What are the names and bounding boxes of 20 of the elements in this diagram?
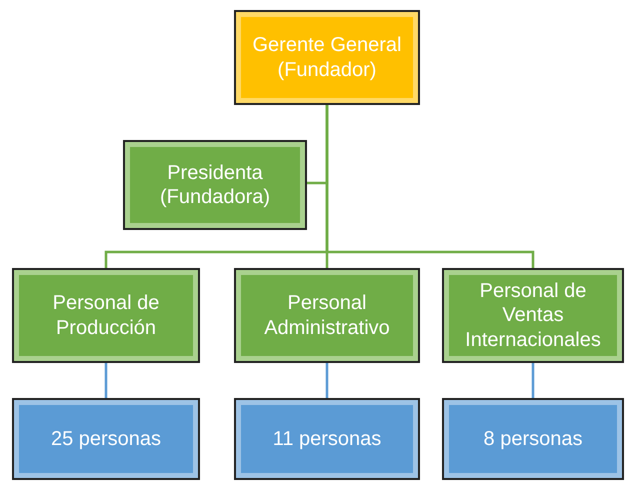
- connector-line: [104, 363, 108, 398]
- org-box: [442, 398, 624, 480]
- org-box: [234, 10, 420, 105]
- role-label: 11 personas: [272, 426, 382, 452]
- role-label: Personal de Ventas Internacionales: [464, 278, 602, 352]
- org-box: [12, 268, 200, 363]
- role-label: 25 personas: [50, 426, 162, 452]
- org-box: [123, 140, 307, 230]
- connector-line: [326, 363, 328, 398]
- role-label: Presidenta (Fundadora): [158, 160, 272, 210]
- role-label: Gerente General (Fundador): [252, 33, 402, 82]
- org-box: [234, 268, 420, 363]
- connector-line: [532, 363, 534, 398]
- connector-line: [326, 105, 534, 268]
- org-box: [12, 398, 200, 480]
- org-box: [234, 398, 420, 480]
- org-box: [442, 268, 624, 363]
- role-label: Personal de Producción: [52, 291, 160, 340]
- role-label: 8 personas: [484, 426, 582, 452]
- role-label: Personal Administrativo: [263, 291, 391, 340]
